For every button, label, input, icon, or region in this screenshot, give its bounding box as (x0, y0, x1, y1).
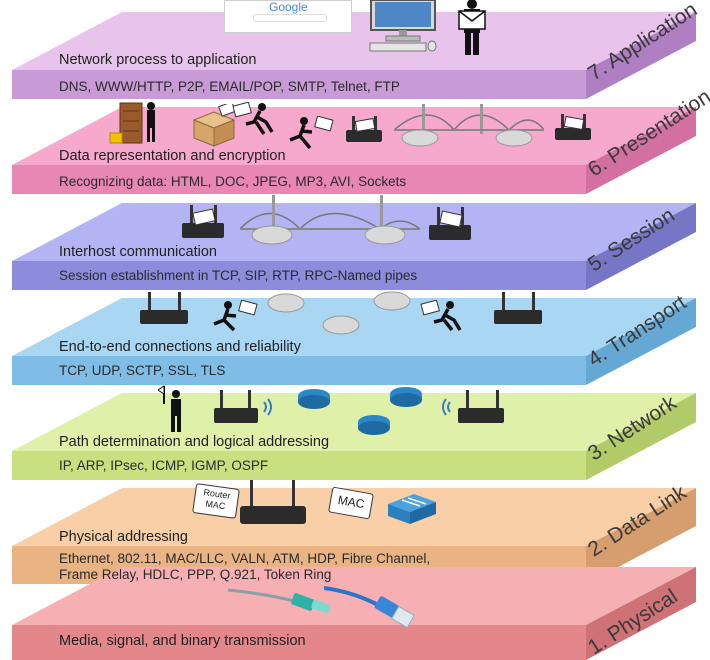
layer-side-face (586, 203, 696, 290)
package-box-icon (192, 104, 236, 147)
bridge-icon (394, 104, 544, 147)
layer-1-description: Media, signal, and binary transmission (59, 633, 306, 649)
desktop-computer-icon (369, 0, 437, 52)
wireless-router-icon (346, 116, 382, 142)
network-switch-icon (388, 494, 436, 524)
layer-slab-3 (12, 393, 696, 480)
layer-2-description: Physical addressing (59, 529, 188, 545)
layer-side-face (586, 107, 696, 194)
mac-label: MAC (336, 492, 366, 512)
layer-side-face (586, 393, 696, 480)
layer-3-description: Path determination and logical addressin… (59, 434, 330, 450)
ethernet-cable-icon (324, 586, 415, 629)
layer-top-face (12, 488, 696, 546)
layer-side-face (586, 488, 696, 584)
layer-5-description: Interhost communication (59, 244, 217, 260)
running-courier-icon-2 (289, 116, 334, 150)
wireless-router-icon-5 (140, 292, 188, 324)
layer-front-face (12, 70, 586, 99)
layer-front-face (12, 356, 586, 385)
google-logo: Google (269, 0, 308, 14)
layer-6-protocols: Recognizing data: HTML, DOC, JPEG, MP3, … (59, 174, 407, 189)
wireless-router-icon-4 (429, 207, 471, 240)
wireless-router-wifi-icon (214, 390, 272, 423)
network-router-icon-2 (390, 387, 422, 407)
wireless-router-icon-6 (494, 292, 542, 324)
router-mac-tag: Router MAC (192, 483, 240, 519)
layer-side-face (586, 567, 696, 660)
server-disk-icon-3 (322, 315, 360, 335)
layer-6-description: Data representation and encryption (59, 148, 286, 164)
layer-7-description: Network process to application (59, 52, 257, 68)
fiber-cable-icon (228, 588, 331, 614)
layer-front-face (12, 625, 586, 660)
wireless-router-icon-2 (555, 114, 591, 140)
router-mac-label: Router MAC (202, 487, 232, 512)
layer-front-face (12, 165, 586, 194)
network-router-icon (298, 389, 330, 409)
running-courier-icon (232, 102, 274, 135)
layer-3-protocols: IP, ARP, IPsec, ICMP, IGMP, OSPF (59, 458, 269, 473)
google-search-window-icon: Google (224, 0, 352, 33)
layer-4-description: End-to-end connections and reliability (59, 339, 301, 355)
layer-top-face (12, 393, 696, 451)
person-with-flag-icon (158, 385, 181, 432)
wireless-router-icon-7 (240, 480, 306, 524)
layer-side-face (586, 12, 696, 99)
running-courier-icon-3 (213, 300, 258, 332)
layer-5-protocols: Session establishment in TCP, SIP, RTP, … (59, 268, 418, 283)
network-router-icon-3 (358, 415, 390, 435)
layer-front-face (12, 261, 586, 290)
server-disk-icon (267, 293, 305, 313)
server-disk-icon-2 (373, 291, 411, 311)
door-person-icon (109, 102, 155, 144)
layer-7-protocols: DNS, WWW/HTTP, P2P, EMAIL/POP, SMTP, Tel… (59, 79, 400, 94)
layer-top-face (12, 12, 696, 70)
wireless-router-wifi-icon-2 (442, 390, 504, 423)
bridge-icon-2 (240, 195, 420, 245)
wireless-router-icon-3 (182, 205, 224, 238)
layer-4-protocols: TCP, UDP, SCTP, SSL, TLS (59, 363, 226, 378)
layer-slab-7 (12, 12, 696, 99)
layer-2-protocols-line-2: Frame Relay, HDLC, PPP, Q.921, Token Rin… (59, 567, 332, 582)
layer-front-face (12, 451, 586, 480)
layer-2-protocols-line-1: Ethernet, 802.11, MAC/LLC, VALN, ATM, HD… (59, 551, 431, 566)
person-with-letter-icon (458, 0, 486, 55)
layer-top-face (12, 203, 696, 261)
running-courier-icon-4 (420, 300, 462, 332)
layer-slab-5 (12, 203, 696, 290)
layer-side-face (586, 298, 696, 385)
